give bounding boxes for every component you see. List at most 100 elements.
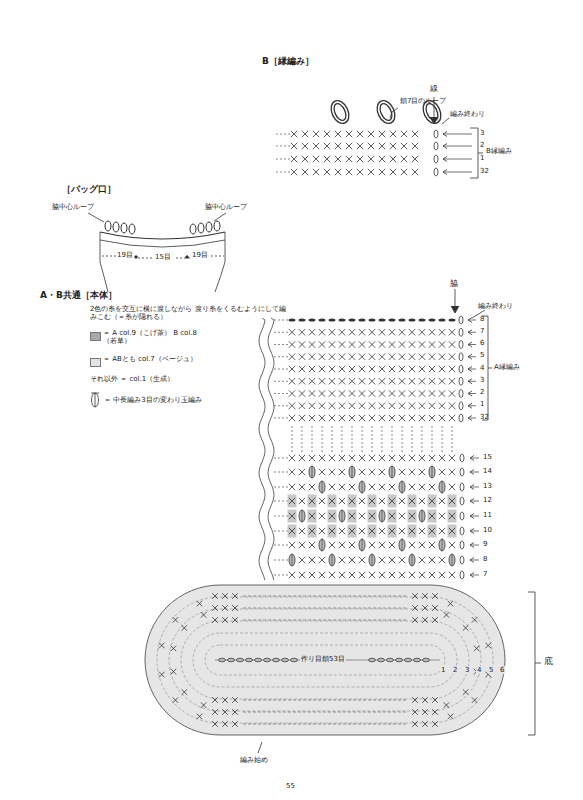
sc-symbol	[309, 572, 315, 578]
sc-symbol	[379, 455, 385, 461]
sc-symbol	[422, 617, 428, 623]
sc-symbol	[319, 415, 325, 421]
sc-symbol	[222, 593, 228, 599]
arrow-head	[468, 416, 472, 421]
sc-symbol	[171, 669, 177, 675]
sc-symbol	[419, 403, 425, 409]
legend-text: ＝ 中長編み3目の変わり玉編み	[104, 396, 202, 404]
sc-symbol	[309, 557, 315, 563]
slip-stitch	[339, 318, 346, 321]
color-cell	[448, 495, 457, 508]
slip-stitch	[349, 318, 356, 321]
stitch-stroke	[392, 426, 393, 452]
sc-symbol	[329, 498, 335, 504]
label: 14	[483, 467, 492, 475]
sc-symbol	[319, 469, 325, 475]
sc-symbol	[419, 498, 425, 504]
stitch-stroke	[243, 700, 408, 701]
sc-symbol	[357, 143, 363, 149]
sc-symbol	[359, 498, 365, 504]
sc-symbol	[379, 498, 385, 504]
leader-line	[258, 742, 262, 753]
sc-symbol	[289, 498, 295, 504]
slip-stitch	[389, 318, 396, 321]
label: 2	[480, 388, 484, 396]
stitch-stroke	[274, 560, 288, 561]
label: 1	[480, 400, 484, 408]
sc-symbol	[399, 403, 405, 409]
sc-symbol	[369, 329, 375, 335]
sc-symbol	[401, 131, 407, 137]
sc-symbol	[409, 455, 415, 461]
sc-symbol	[313, 143, 319, 149]
sc-symbol	[309, 513, 315, 519]
sc-symbol	[222, 697, 228, 703]
stitch-stroke	[274, 575, 288, 576]
sc-symbol	[422, 697, 428, 703]
sc-symbol	[409, 366, 415, 372]
sc-symbol	[309, 366, 315, 372]
label: 脇中心ループ	[205, 203, 247, 211]
sc-symbol	[346, 156, 352, 162]
sc-symbol	[449, 329, 455, 335]
stitch-stroke	[470, 472, 479, 473]
sc-symbol	[291, 156, 297, 162]
sc-symbol	[439, 329, 445, 335]
sc-symbol	[389, 354, 395, 360]
sc-symbol	[309, 484, 315, 490]
puff-symbol	[299, 510, 305, 522]
sc-symbol	[339, 415, 345, 421]
chain-symbol	[459, 328, 463, 336]
puff-symbol	[412, 554, 413, 566]
sc-symbol	[368, 143, 374, 149]
chain-symbol	[246, 658, 253, 662]
label: 5	[480, 351, 484, 359]
sc-symbol	[419, 528, 425, 534]
sc-symbol	[299, 415, 305, 421]
sc-symbol	[449, 455, 455, 461]
sc-symbol	[439, 455, 445, 461]
sc-symbol	[463, 689, 469, 695]
legend-swatch	[90, 332, 101, 341]
label: 12	[483, 496, 492, 504]
sc-symbol	[349, 378, 355, 384]
sc-symbol	[289, 528, 295, 534]
color-cell	[328, 525, 337, 538]
puff-symbol	[409, 554, 415, 566]
label: 10	[483, 526, 492, 534]
sc-symbol	[379, 557, 385, 563]
sc-symbol	[389, 528, 395, 534]
sc-symbol	[335, 131, 341, 137]
sc-symbol	[429, 484, 435, 490]
sc-symbol	[289, 329, 295, 335]
sc-symbol	[289, 572, 295, 578]
arrow-head	[468, 330, 472, 335]
sc-symbol	[299, 455, 305, 461]
sc-symbol	[324, 143, 330, 149]
sc-symbol	[399, 415, 405, 421]
sc-symbol	[212, 605, 218, 611]
chain-symbol	[460, 512, 464, 520]
slip-stitch	[419, 318, 426, 321]
sc-symbol	[289, 341, 295, 347]
sc-symbol	[444, 612, 450, 618]
sc-symbol	[359, 513, 365, 519]
sc-symbol	[409, 572, 415, 578]
sc-symbol	[291, 143, 297, 149]
sc-symbol	[359, 403, 365, 409]
sc-symbol	[429, 498, 435, 504]
sc-symbol	[339, 469, 345, 475]
chain-symbol	[237, 658, 244, 662]
sc-symbol	[399, 341, 405, 347]
sc-symbol	[389, 542, 395, 548]
chain-symbol	[396, 658, 403, 662]
sc-symbol	[309, 390, 315, 396]
slip-stitch	[449, 318, 456, 321]
sc-symbol	[379, 528, 385, 534]
chain-symbol	[369, 658, 376, 662]
puff-symbol	[399, 539, 405, 551]
sc-symbol	[319, 498, 325, 504]
sc-symbol	[389, 557, 395, 563]
sc-symbol	[401, 143, 407, 149]
color-cell	[408, 495, 417, 508]
